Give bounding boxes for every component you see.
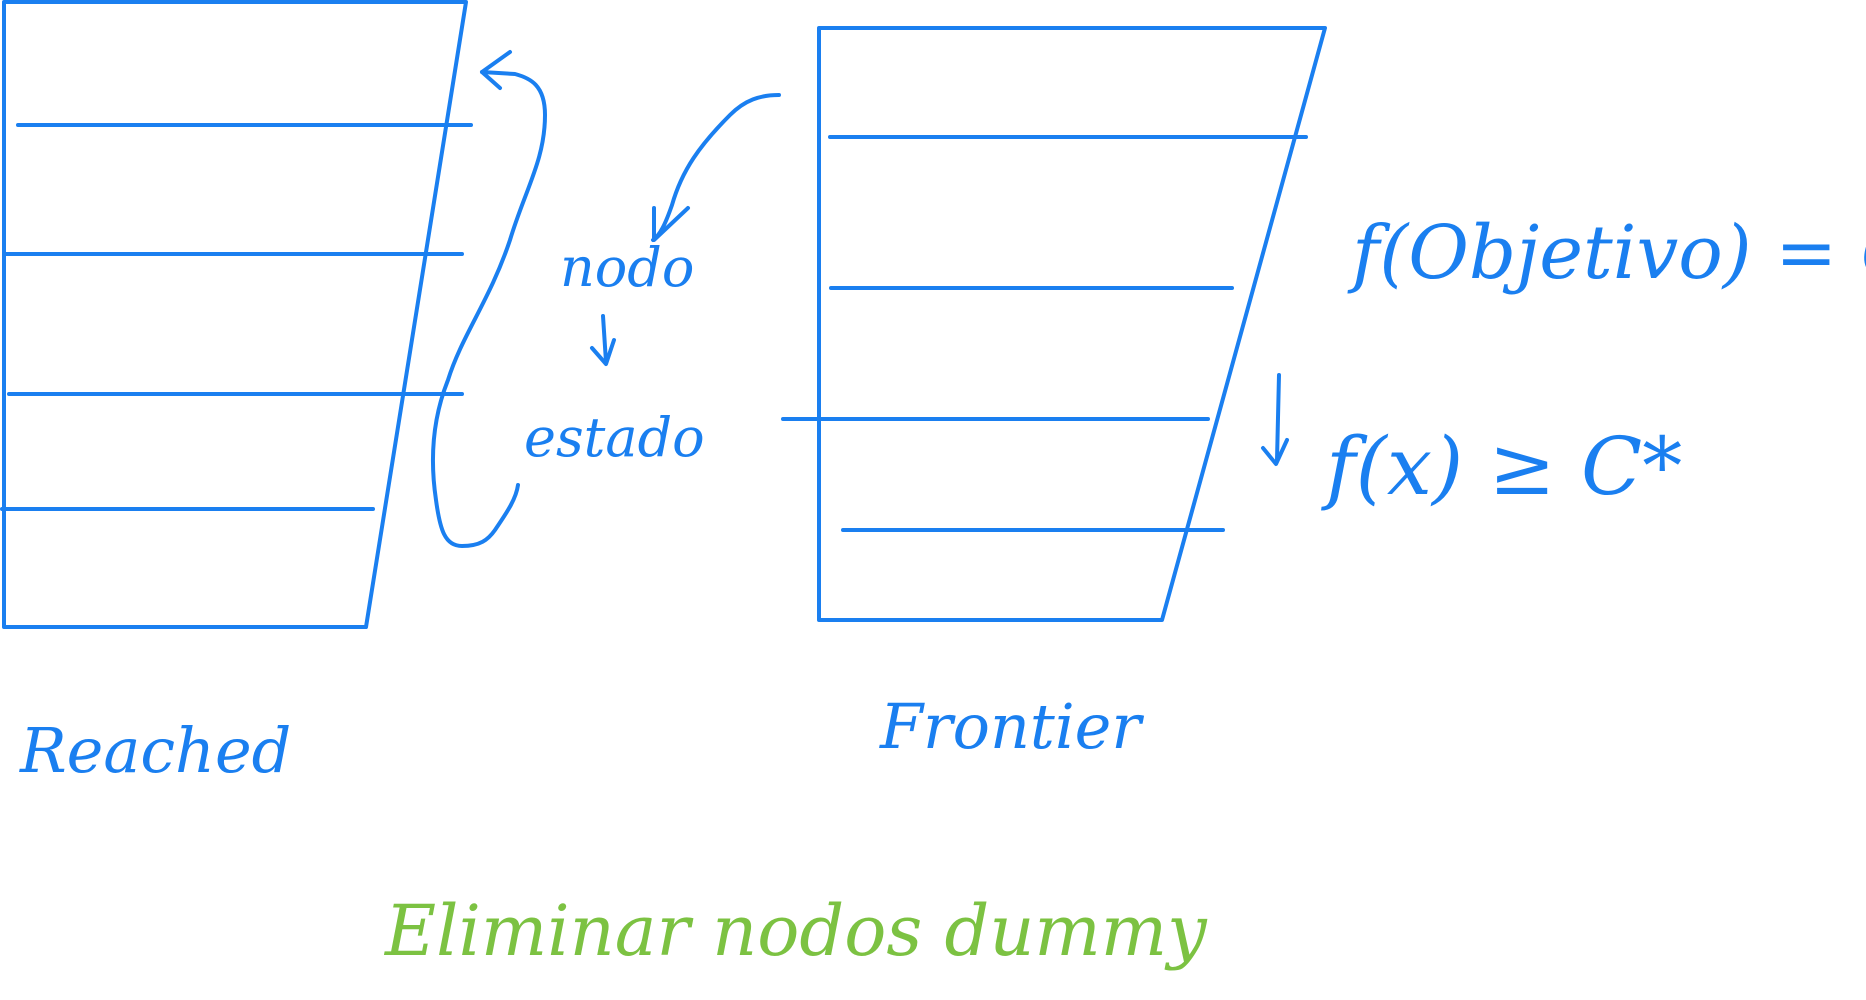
reached-trapezoid-outline xyxy=(2,0,468,629)
nodo-estado-arrow xyxy=(590,314,616,366)
pruning-arrow-shaft xyxy=(1275,373,1281,462)
eliminar-nodos-dummy-note: Eliminar nodos dummy xyxy=(383,890,1208,972)
f-x-inequality: f(x) ≥ C* xyxy=(1321,420,1682,513)
frontier-label: Frontier xyxy=(879,690,1144,763)
estado-label: estado xyxy=(524,406,705,469)
reached-container xyxy=(0,0,473,629)
reached-label: Reached xyxy=(19,714,291,787)
nodo-curve xyxy=(651,93,781,242)
nodo-arrowhead xyxy=(652,206,690,242)
nodo-estado-shaft xyxy=(601,314,608,364)
frontier-to-nodo-arrow xyxy=(651,93,781,242)
frontier-trapezoid-outline xyxy=(817,26,1327,622)
pruning-arrowhead xyxy=(1261,438,1289,466)
pruning-arrow xyxy=(1261,373,1289,466)
f-objetivo-equation: f(Objetivo) = C* xyxy=(1347,210,1866,296)
return-to-reached-arrow xyxy=(430,50,547,548)
frontier-container xyxy=(781,26,1327,622)
nodo-label: nodo xyxy=(560,236,694,299)
return-curve xyxy=(430,70,547,548)
nodo-estado-arrowhead xyxy=(590,338,616,366)
return-arrowhead xyxy=(480,50,512,90)
